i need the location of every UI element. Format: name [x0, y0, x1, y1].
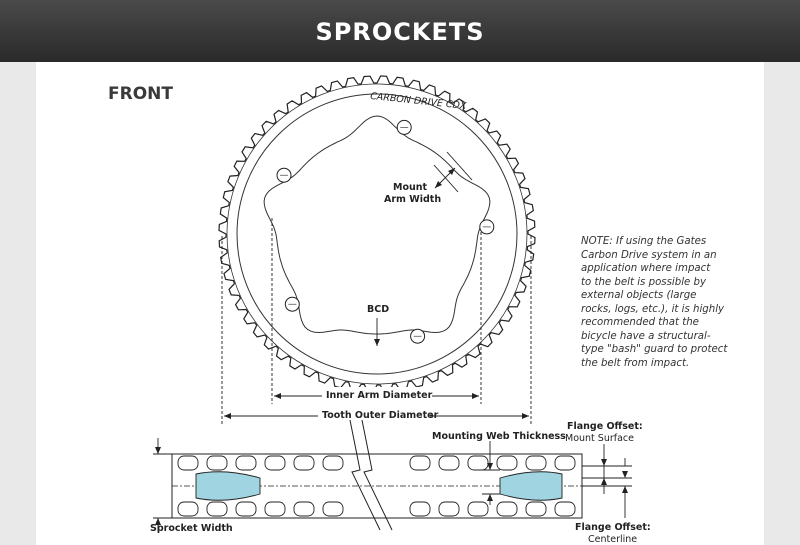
- section-tooth: [467, 501, 489, 517]
- section-tooth: [409, 501, 431, 517]
- section-tooth: [206, 501, 228, 517]
- section-dimension-arrows: [155, 447, 628, 525]
- note-line: NOTE: If using the Gates: [581, 236, 707, 247]
- section-tooth: [554, 501, 576, 517]
- flange-offset-mount-subtitle: Mount Surface: [565, 433, 634, 444]
- note-line: external objects (large: [581, 290, 697, 301]
- front-view-label: FRONT: [108, 84, 173, 104]
- dimension-arrows: [224, 168, 529, 419]
- section-tooth: [467, 455, 489, 471]
- note-line: the belt from impact.: [581, 357, 690, 369]
- note-line: rocks, logs, etc.), it is highly: [581, 303, 725, 315]
- sprocket-teeth: [218, 75, 536, 393]
- flange-offset-center-subtitle: Centerline: [588, 534, 637, 545]
- section-tooth: [235, 455, 257, 471]
- section-tooth: [293, 455, 315, 471]
- note-line: type "bash" guard to protect: [581, 344, 728, 355]
- flange-offset-mount-title: Flange Offset:: [567, 421, 643, 432]
- section-tooth: [264, 501, 286, 517]
- bcd-label: BCD: [367, 304, 389, 315]
- web-section-left: [195, 471, 261, 501]
- mount-arm-width-label-1: Mount: [393, 182, 428, 193]
- sprocket-section-view: [171, 419, 590, 531]
- section-tooth: [235, 501, 257, 517]
- header-bar: SPROCKETS: [0, 0, 800, 62]
- section-tooth: [177, 455, 199, 471]
- section-tooth: [264, 455, 286, 471]
- flange-offset-center-title: Flange Offset:: [575, 522, 651, 533]
- section-tooth: [525, 501, 547, 517]
- section-tooth: [177, 501, 199, 517]
- section-teeth: [177, 455, 576, 517]
- section-tooth: [496, 501, 518, 517]
- section-tooth: [293, 501, 315, 517]
- section-tooth: [206, 455, 228, 471]
- web-section-right: [499, 471, 563, 501]
- section-tooth: [438, 501, 460, 517]
- section-tooth: [438, 455, 460, 471]
- note-line: recommended that the: [581, 317, 699, 328]
- section-tooth: [525, 455, 547, 471]
- section-tooth: [554, 455, 576, 471]
- section-tooth: [496, 455, 518, 471]
- mount-arm-width-label-2: Arm Width: [384, 194, 441, 205]
- note-line: application where impact: [581, 263, 711, 274]
- inner-arm-diameter-label: Inner Arm Diameter: [326, 390, 433, 401]
- note-line: to the belt is possible by: [581, 276, 707, 288]
- section-tooth: [322, 501, 344, 517]
- page-title: SPROCKETS: [315, 18, 485, 46]
- tooth-outer-diameter-label: Tooth Outer Diameter: [322, 410, 439, 421]
- section-tooth: [322, 455, 344, 471]
- sprocket-front-view: CARBON DRIVE CDX: [218, 75, 536, 393]
- sprocket-width-label: Sprocket Width: [150, 523, 233, 534]
- section-tooth: [409, 455, 431, 471]
- mounting-web-thickness-label: Mounting Web Thickness: [432, 431, 566, 442]
- note-line: bicycle have a structural-: [581, 330, 711, 342]
- impact-note: NOTE: If using the Gates Carbon Drive sy…: [581, 235, 771, 370]
- note-line: Carbon Drive system in an: [581, 249, 717, 261]
- tooth-root-circle: [226, 83, 528, 385]
- mounting-ring-outer: [236, 93, 518, 375]
- bolt-holes: [276, 119, 495, 344]
